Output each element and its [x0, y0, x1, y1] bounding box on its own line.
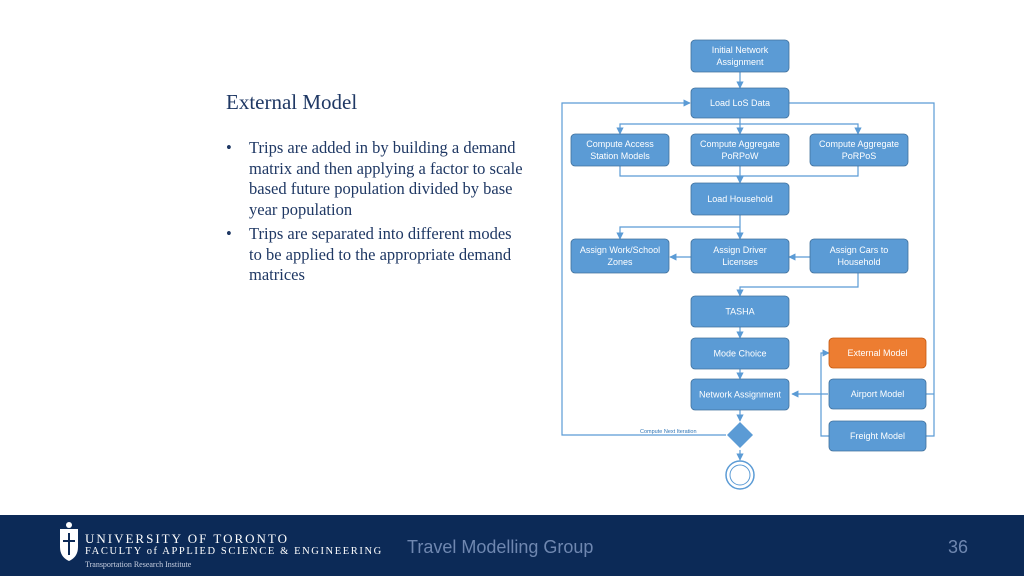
flow-node-label: Freight Model [850, 431, 905, 441]
flow-node-label: Compute Aggregate [819, 139, 899, 149]
flow-node-label: Compute Aggregate [700, 139, 780, 149]
faculty-name: FACULTY of APPLIED SCIENCE & ENGINEERING [85, 546, 383, 557]
flow-node-box [828, 420, 927, 452]
flow-node-label: Assign Work/School [580, 245, 660, 255]
bullet-list: • Trips are added in by building a deman… [226, 138, 526, 290]
flow-node-label: Airport Model [851, 389, 905, 399]
flow-node-box [809, 238, 909, 274]
flow-node-label: Zones [607, 257, 633, 267]
flow-node-label: Compute Access [586, 139, 654, 149]
flow-node-box [690, 238, 790, 274]
end-node-inner [729, 464, 751, 486]
bullet-item: • Trips are added in by building a deman… [226, 138, 526, 220]
flow-node-label: Assignment [716, 57, 764, 67]
flow-node-box [690, 133, 790, 167]
footer-bar: UNIVERSITY OF TORONTO FACULTY of APPLIED… [0, 515, 1024, 576]
flow-node-label: Assign Cars to [830, 245, 889, 255]
flowchart-connectors [561, 72, 935, 461]
flow-node-box [690, 337, 790, 370]
flow-node-label: Initial Network [712, 45, 769, 55]
flow-node-box [828, 337, 927, 369]
flow-node-box [809, 133, 909, 167]
flow-node-box [690, 295, 790, 328]
flow-node-load-los: Load LoS Data [690, 87, 790, 119]
flow-node-mode-choice: Mode Choice [690, 337, 790, 370]
decision-diamond [727, 422, 753, 448]
flow-node-box [828, 378, 927, 410]
bullet-text: Trips are separated into different modes… [249, 224, 512, 284]
bullet-dot: • [226, 138, 232, 157]
flow-node-box [690, 87, 790, 119]
flow-node-label: External Model [847, 348, 907, 358]
page-number: 36 [947, 537, 968, 557]
loop-label: Compute Next Iteration [640, 429, 697, 435]
flow-node-label: TASHA [725, 307, 754, 317]
flow-node-tasha: TASHA [690, 295, 790, 328]
flow-node-label: Station Models [590, 151, 650, 161]
flow-node-box [690, 182, 790, 216]
bullet-text: Trips are added in by building a demand … [249, 138, 523, 219]
flow-node-label: Load LoS Data [710, 98, 770, 108]
flow-node-label: PoRPoS [842, 151, 877, 161]
institute-name: Transportation Research Institute [85, 560, 192, 569]
flowchart: Compute Next Iteration Initial NetworkAs… [561, 39, 935, 490]
flow-node-household: Load Household [690, 182, 790, 216]
flow-node-box [690, 39, 790, 73]
bullet-dot: • [226, 224, 232, 243]
flow-node-label: Mode Choice [713, 349, 766, 359]
flow-node-airport: Airport Model [828, 378, 927, 410]
flow-node-cars: Assign Cars to Household [809, 238, 909, 274]
flow-node-box [570, 238, 670, 274]
flow-node-external: External Model [828, 337, 927, 369]
flow-node-network-assign: Network Assignment [690, 378, 790, 411]
flow-node-label: Assign Driver [713, 245, 767, 255]
flow-node-label: Licenses [722, 257, 758, 267]
university-name: UNIVERSITY OF TORONTO [85, 531, 290, 546]
flow-node-box [570, 133, 670, 167]
slide-title: External Model [226, 90, 358, 114]
group-name: Travel Modelling Group [407, 537, 594, 557]
university-crest-icon [60, 522, 78, 561]
flow-node-label: Household [837, 257, 880, 267]
flow-node-label: PoRPoW [721, 151, 759, 161]
flow-node-label: Load Household [707, 194, 773, 204]
flow-node-label: Network Assignment [699, 390, 782, 400]
flow-node-freight: Freight Model [828, 420, 927, 452]
flow-node-box [690, 378, 790, 411]
bullet-item: • Trips are separated into different mod… [226, 224, 526, 286]
